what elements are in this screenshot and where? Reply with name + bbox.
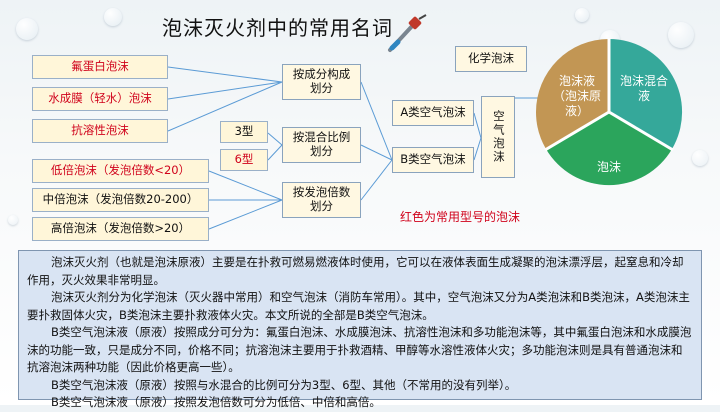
alcohol-resistant-foam-box: 抗溶性泡沫 [32,119,168,143]
water-droplet [104,8,122,26]
by-mixing-ratio-line1: 按混合比例 [292,130,351,145]
description-paragraph: 泡沫灭火剂（也就是泡沫原液）主要是在扑救可燃易燃液体时使用，它可以在液体表面生成… [27,255,684,287]
foam-concentrate-line1: 泡沫液 [558,74,595,88]
description-panel: 泡沫灭火剂（也就是泡沫原液）主要是在扑救可燃易燃液体时使用，它可以在液体表面生成… [18,250,702,409]
by-composition-line1: 按成分构成 [292,67,351,82]
description-paragraph: 泡沫灭火剂分为化学泡沫（灭火器中常用）和空气泡沫（消防车常用）。其中，空气泡沫又… [27,290,690,322]
air-foam-box: 空气泡沫 [481,96,515,178]
chemical-foam-box: 化学泡沫 [455,46,527,72]
low-expansion-foam-box: 低倍泡沫（发泡倍数<20） [32,159,209,183]
connector-lines [167,66,538,230]
description-paragraph: B类空气泡沫液（原液）按照成分可分为：氟蛋白泡沫、水成膜泡沫、抗溶性泡沫和多功能… [27,325,692,374]
by-mixing-ratio-line2: 划分 [310,144,333,158]
fluoroprotein-foam-box: 氟蛋白泡沫 [32,55,168,79]
foam-solution-line1: 泡沫混合 [619,74,668,88]
class-b-air-foam-box: B类空气泡沫 [392,147,474,173]
by-mixing-ratio-box: 按混合比例 划分 [282,127,361,163]
foam-concentrate-line3: 液） [564,104,589,118]
foam-segment [546,112,672,186]
foam-label: 泡沫 [596,160,621,174]
by-expansion-ratio-line2: 划分 [310,199,333,213]
foam-solution-line2: 液 [637,89,650,103]
foam-cycle-diagram [535,38,683,186]
description-paragraph: B类空气泡沫液（原液）按照发泡倍数可分为低倍、中倍和高倍。 [51,395,381,409]
type-3-box: 3型 [220,121,268,143]
by-expansion-ratio-box: 按发泡倍数 划分 [282,182,361,218]
water-droplet [8,215,18,225]
legend-note: 红色为常用型号的泡沫 [400,210,521,224]
water-droplet [668,22,694,48]
aqueous-film-foam-box: 水成膜（轻水）泡沫 [32,87,168,111]
class-a-air-foam-box: A类空气泡沫 [392,100,474,126]
foam-solution-label: 泡沫混合 液 [616,74,672,104]
water-droplet [692,150,708,166]
water-droplet [16,18,38,40]
description-paragraph: B类空气泡沫液（原液）按照与水混合的比例可分为3型、6型、其他（不常用的没有列举… [51,377,517,392]
water-droplet [575,8,589,22]
air-foam-label: 空气泡沫 [491,110,506,164]
foam-concentrate-line2: （泡沫原 [552,89,601,103]
by-composition-line2: 划分 [310,81,333,95]
by-composition-box: 按成分构成 划分 [282,64,361,100]
high-expansion-foam-box: 高倍泡沫（发泡倍数>20） [32,217,209,241]
by-expansion-ratio-line1: 按发泡倍数 [292,185,351,200]
foam-concentrate-label: 泡沫液 （泡沫原 液） [548,74,606,119]
type-6-box: 6型 [220,149,268,171]
extinguisher-nozzle-icon [388,14,427,52]
page-title: 泡沫灭火剂中的常用名词 [162,16,393,40]
medium-expansion-foam-box: 中倍泡沫（发泡倍数20-200） [32,188,209,212]
foam-concentrate-segment [536,39,609,112]
